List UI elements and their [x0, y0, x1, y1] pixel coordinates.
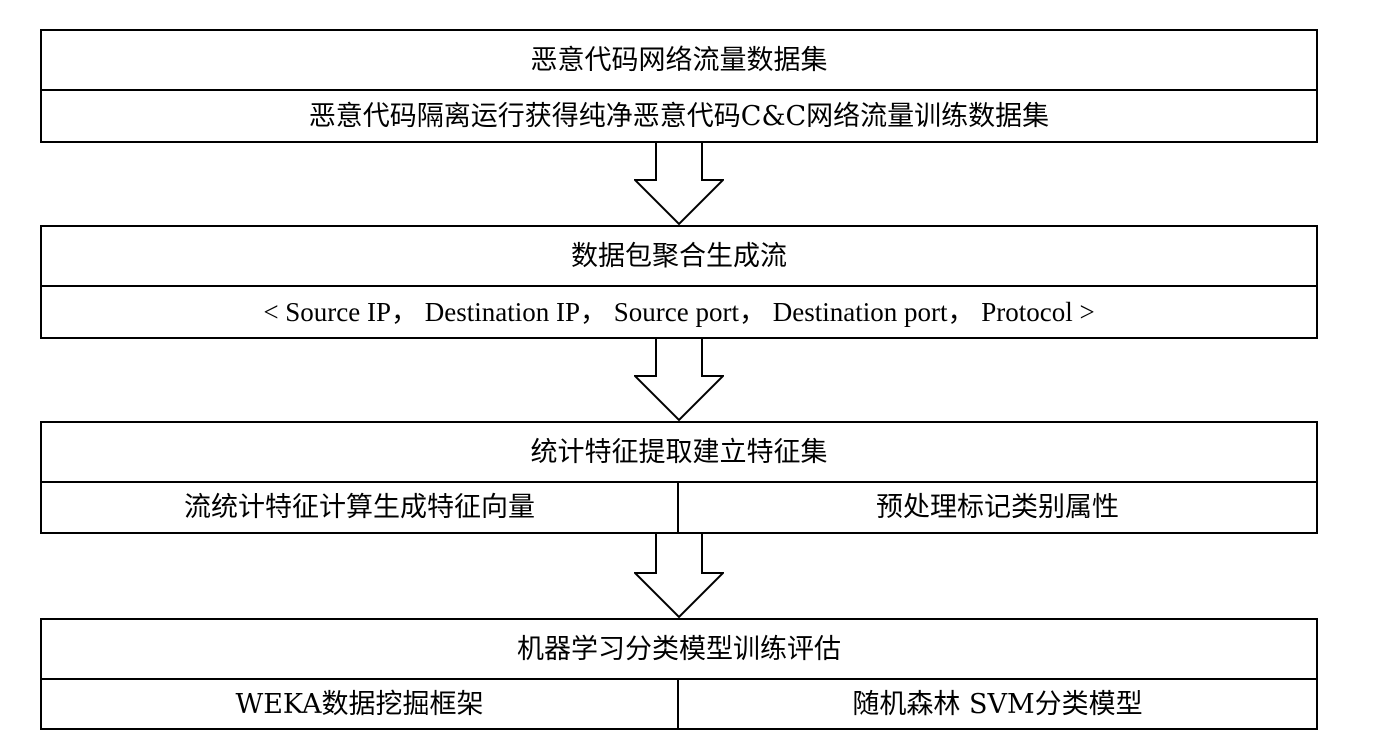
stage-1-subtitle: 恶意代码隔离运行获得纯净恶意代码C&C网络流量训练数据集 [308, 100, 1050, 132]
down-arrow-icon [634, 338, 724, 422]
stage-1-title-row: 恶意代码网络流量数据集 [42, 31, 1316, 89]
stage-2-title-row: 数据包聚合生成流 [42, 227, 1316, 285]
stage-4-split-row: WEKA数据挖掘框架 随机森林 SVM分类模型 [42, 678, 1316, 728]
stage-4-left-text: WEKA数据挖掘框架 [235, 688, 484, 720]
stage-3-left-cell: 流统计特征计算生成特征向量 [42, 483, 679, 532]
stage-4-left-cell: WEKA数据挖掘框架 [42, 680, 679, 728]
flow-tuple-text: < Source IP， Destination IP， Source port… [263, 296, 1095, 327]
down-arrow-icon [634, 533, 724, 619]
arrow-3 [634, 533, 724, 619]
stage-3-title: 统计特征提取建立特征集 [530, 436, 828, 468]
stage-2-sub-row: < Source IP， Destination IP， Source port… [42, 285, 1316, 337]
stage-3-right-cell: 预处理标记类别属性 [679, 483, 1316, 532]
stage-3-split-row: 流统计特征计算生成特征向量 预处理标记类别属性 [42, 481, 1316, 532]
stage-4-box: 机器学习分类模型训练评估 WEKA数据挖掘框架 随机森林 SVM分类模型 [40, 618, 1318, 730]
stage-4-title: 机器学习分类模型训练评估 [517, 633, 841, 665]
stage-1-sub-row: 恶意代码隔离运行获得纯净恶意代码C&C网络流量训练数据集 [42, 89, 1316, 141]
stage-3-box: 统计特征提取建立特征集 流统计特征计算生成特征向量 预处理标记类别属性 [40, 421, 1318, 534]
stage-4-right-cell: 随机森林 SVM分类模型 [679, 680, 1316, 728]
stage-2-title: 数据包聚合生成流 [571, 240, 787, 272]
stage-2-box: 数据包聚合生成流 < Source IP， Destination IP， So… [40, 225, 1318, 339]
arrow-2 [634, 338, 724, 422]
stage-3-title-row: 统计特征提取建立特征集 [42, 423, 1316, 481]
arrow-1 [634, 142, 724, 226]
stage-4-right-text: 随机森林 SVM分类模型 [852, 688, 1143, 720]
down-arrow-icon [634, 142, 724, 226]
stage-3-right-text: 预处理标记类别属性 [876, 492, 1119, 523]
stage-3-left-text: 流统计特征计算生成特征向量 [184, 492, 535, 523]
stage-1-title: 恶意代码网络流量数据集 [530, 44, 828, 76]
stage-1-box: 恶意代码网络流量数据集 恶意代码隔离运行获得纯净恶意代码C&C网络流量训练数据集 [40, 29, 1318, 143]
stage-4-title-row: 机器学习分类模型训练评估 [42, 620, 1316, 678]
